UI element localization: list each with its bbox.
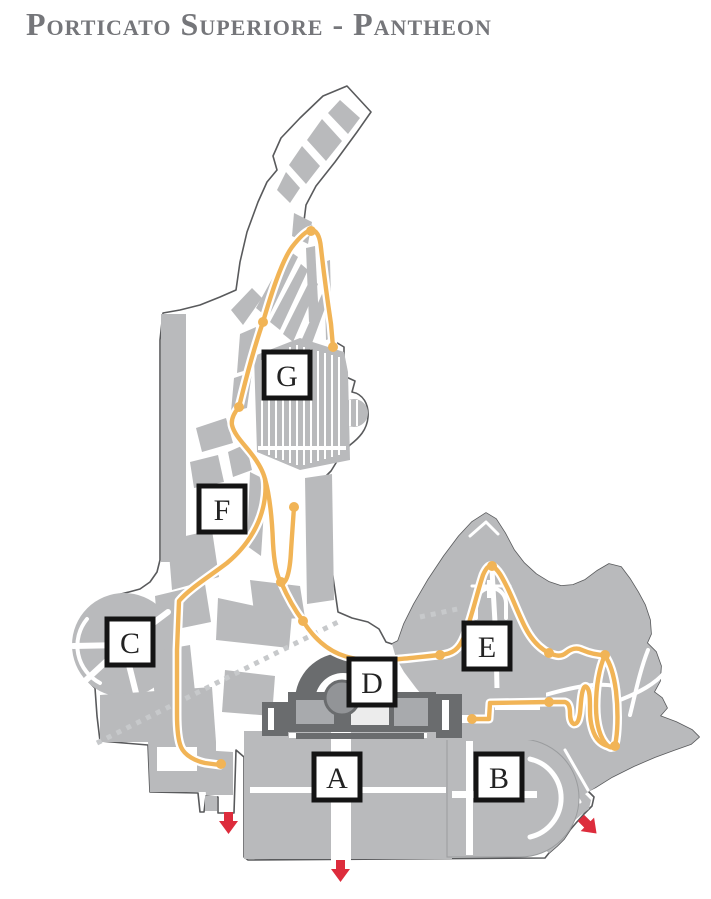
zone-label-a: A xyxy=(326,762,348,795)
route-segment-terrace xyxy=(469,684,617,750)
route-waypoint-dot xyxy=(258,317,268,327)
route-waypoint-dot xyxy=(600,650,610,660)
route-waypoint-dot xyxy=(298,616,308,626)
hill-road xyxy=(618,670,667,702)
exit-arrow-southwest xyxy=(219,812,238,834)
route-waypoint-dot xyxy=(435,650,445,660)
exit-arrow-south xyxy=(331,860,350,882)
zone-marker-b: B xyxy=(473,751,525,803)
colonnade-dashed-path xyxy=(95,618,342,746)
zone-label-f: F xyxy=(214,494,231,527)
route-segment-west xyxy=(174,476,268,768)
tour-route xyxy=(172,225,622,770)
route-waypoint-dot xyxy=(289,502,299,512)
ridge-highlight xyxy=(468,520,500,538)
zone-marker-e: E xyxy=(461,620,513,672)
zone-marker-d: D xyxy=(346,656,398,708)
colonnade-dashed-path xyxy=(419,605,463,620)
route-waypoint-dot xyxy=(610,741,620,751)
route-waypoint-dot xyxy=(306,226,316,236)
exit-arrow-southeast xyxy=(577,814,597,834)
route-waypoint-dot xyxy=(216,759,226,769)
arch-gallery-pier xyxy=(487,580,495,598)
route-segment-g-spur xyxy=(236,227,336,410)
page-title: Porticato Superiore - Pantheon xyxy=(26,6,492,42)
zone-marker-g: G xyxy=(261,349,313,401)
zone-label-e: E xyxy=(478,631,496,664)
terrace-slit xyxy=(563,748,590,792)
route-waypoint-dot xyxy=(328,342,338,352)
hill-road xyxy=(628,648,650,717)
route-waypoint-dot xyxy=(487,561,497,571)
route-waypoints xyxy=(216,226,620,769)
route-waypoint-dot xyxy=(544,697,554,707)
route-segment-f-loop xyxy=(229,404,297,585)
zone-label-b: B xyxy=(489,762,509,795)
route-waypoint-dot xyxy=(467,714,477,724)
zone-marker-a: A xyxy=(311,751,363,803)
route-waypoint-dot xyxy=(544,648,554,658)
zone-label-c: C xyxy=(120,627,140,660)
zone-label-d: D xyxy=(361,667,383,700)
west-gallery-band xyxy=(161,314,186,562)
route-waypoint-dot xyxy=(234,402,244,412)
zone-label-g: G xyxy=(276,360,298,393)
zone-e-terrain xyxy=(392,513,699,853)
zone-marker-f: F xyxy=(196,483,248,535)
zone-marker-c: C xyxy=(104,616,156,668)
route-waypoint-dot xyxy=(276,577,286,587)
